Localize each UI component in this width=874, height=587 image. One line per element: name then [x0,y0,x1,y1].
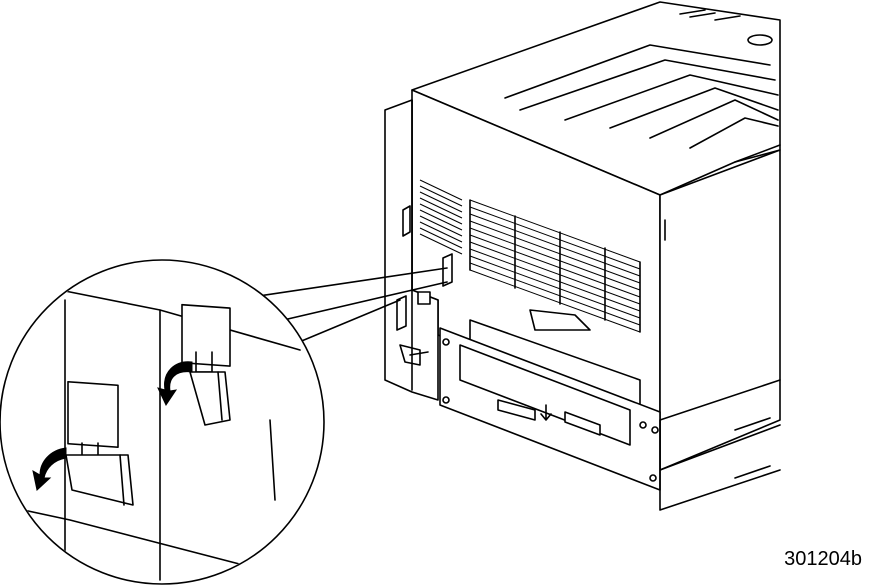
printer-body [384,1,781,511]
figure-id: 301204b [784,548,862,570]
detail-magnifier [0,259,325,585]
curved-arrow-down-icon [157,361,193,407]
curved-arrow-down-left-icon [32,447,67,491]
vent-grille [419,179,641,333]
duplex-unit [439,327,661,491]
